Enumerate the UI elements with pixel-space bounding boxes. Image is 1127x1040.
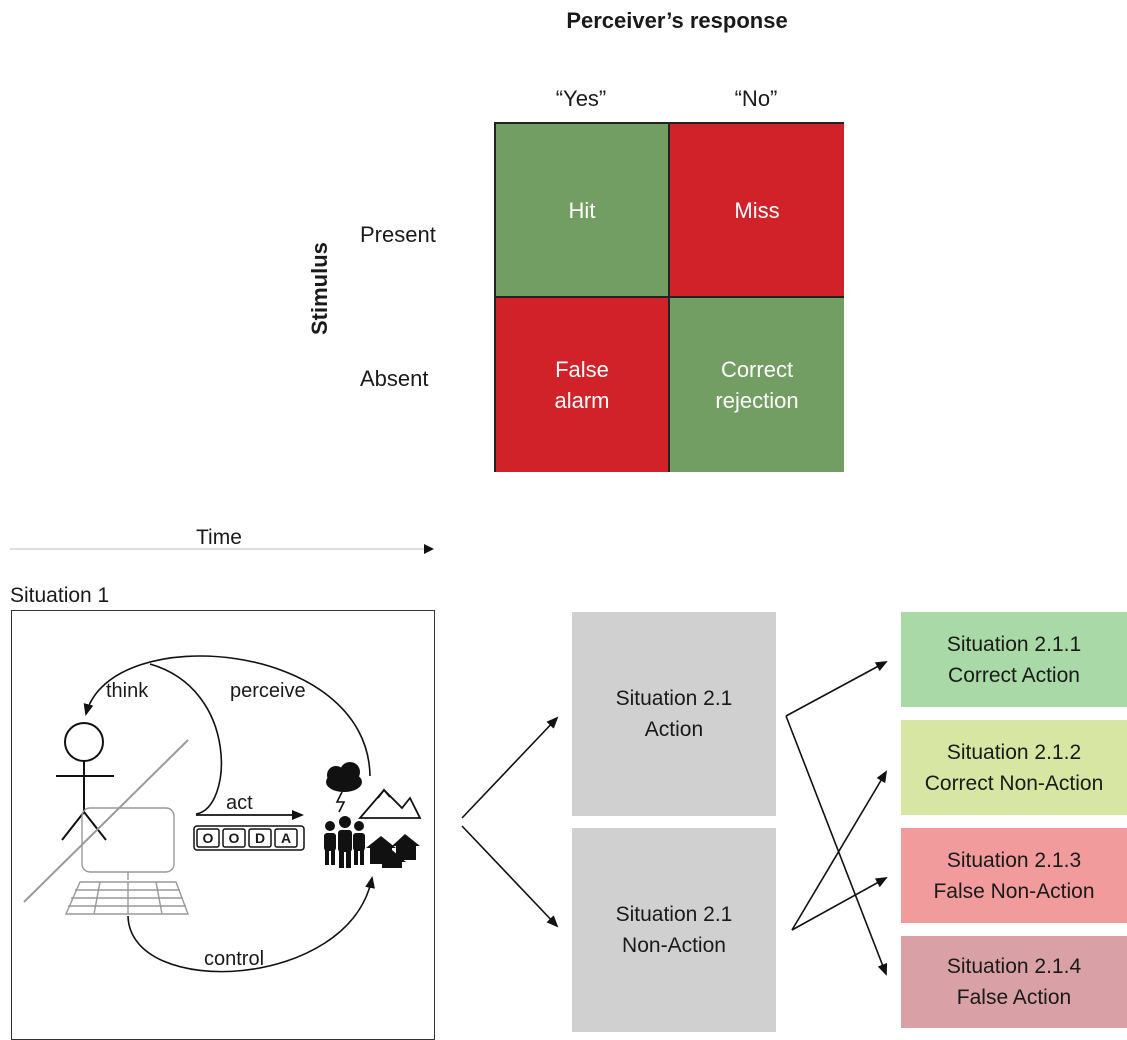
outcome-line1: Situation 2.1.2 [946, 740, 1082, 764]
outcome-correct-non-action: Situation 2.1.2 Correct Non-Action [901, 720, 1127, 815]
col-header-yes: “Yes” [555, 86, 607, 111]
outcome-line1: Situation 2.1.1 [946, 632, 1082, 656]
ooda-strip [193, 825, 305, 851]
cell-correct-rejection: Correct rejection [670, 298, 844, 472]
situation-2-1-non-action-line2: Non-Action [622, 934, 726, 957]
arrow-to-correct-non-action [791, 770, 888, 931]
outcome-line2: Correct Action [948, 663, 1080, 687]
control-label: control [204, 948, 265, 970]
cell-miss: Miss [670, 124, 844, 298]
arrow-to-correct-action [785, 661, 888, 717]
person-icon [56, 722, 114, 841]
outcome-correct-action: Situation 2.1.1 Correct Action [901, 612, 1127, 707]
think-arrow [149, 663, 223, 815]
cell-false-alarm-line2: alarm [554, 388, 610, 413]
branch-arrow-action [461, 716, 559, 819]
outcome-line1: Situation 2.1.4 [946, 955, 1082, 978]
cell-false-alarm: False alarm [496, 298, 670, 472]
arrow-to-false-action [785, 715, 888, 976]
perceive-arrow [83, 655, 371, 777]
outcome-line2: False Action [956, 986, 1072, 1009]
ooda-orient: O [228, 830, 240, 846]
interface-divider [23, 739, 189, 903]
people-icon [324, 816, 365, 868]
cell-hit: Hit [496, 124, 670, 298]
time-arrow [10, 544, 434, 554]
row-header-present: Present [360, 222, 436, 247]
situation-2-1-non-action-line1: Situation 2.1 [615, 903, 733, 926]
situation-2-1-action-line1: Situation 2.1 [615, 687, 733, 710]
situation-2-1-action-line2: Action [644, 718, 704, 741]
matrix-title: Perceiver’s response [566, 8, 788, 33]
outcome-false-non-action: Situation 2.1.3 False Non-Action [901, 828, 1127, 923]
control-arrow [127, 876, 375, 973]
act-label: act [226, 792, 253, 814]
think-label: think [106, 680, 149, 702]
houses-icon [366, 834, 420, 868]
time-label: Time [196, 526, 242, 549]
outcome-line1: Situation 2.1.3 [946, 848, 1082, 872]
ooda-act: A [280, 830, 292, 846]
branch-arrow-non-action [461, 825, 559, 928]
cell-false-alarm-line1: False [555, 357, 609, 382]
cell-correct-rejection-line2: rejection [715, 388, 799, 413]
perceive-label: perceive [230, 680, 306, 702]
cell-miss-line1: Miss [734, 197, 780, 223]
situation-2-1-non-action-box: Situation 2.1 Non-Action [572, 828, 776, 1032]
ooda-decide: D [254, 830, 266, 846]
confusion-matrix: Hit Miss False alarm Correct rejection [494, 122, 844, 472]
outcome-line2: Correct Non-Action [924, 771, 1104, 795]
outcome-line2: False Non-Action [933, 879, 1095, 903]
cell-correct-rejection-line1: Correct [720, 357, 794, 382]
situation1-label: Situation 1 [10, 584, 110, 607]
ooda-observe: O [202, 830, 214, 846]
outcome-false-action: Situation 2.1.4 False Action [901, 936, 1127, 1028]
computer-icon [64, 807, 190, 915]
col-header-no: “No” [734, 86, 778, 111]
cell-hit-line1: Hit [568, 197, 596, 223]
row-header-absent: Absent [360, 366, 429, 391]
storm-cloud-icon [326, 762, 362, 813]
mountains-icon [358, 788, 422, 819]
situation-2-1-action-box: Situation 2.1 Action [572, 612, 776, 816]
arrow-to-false-non-action [791, 877, 888, 931]
